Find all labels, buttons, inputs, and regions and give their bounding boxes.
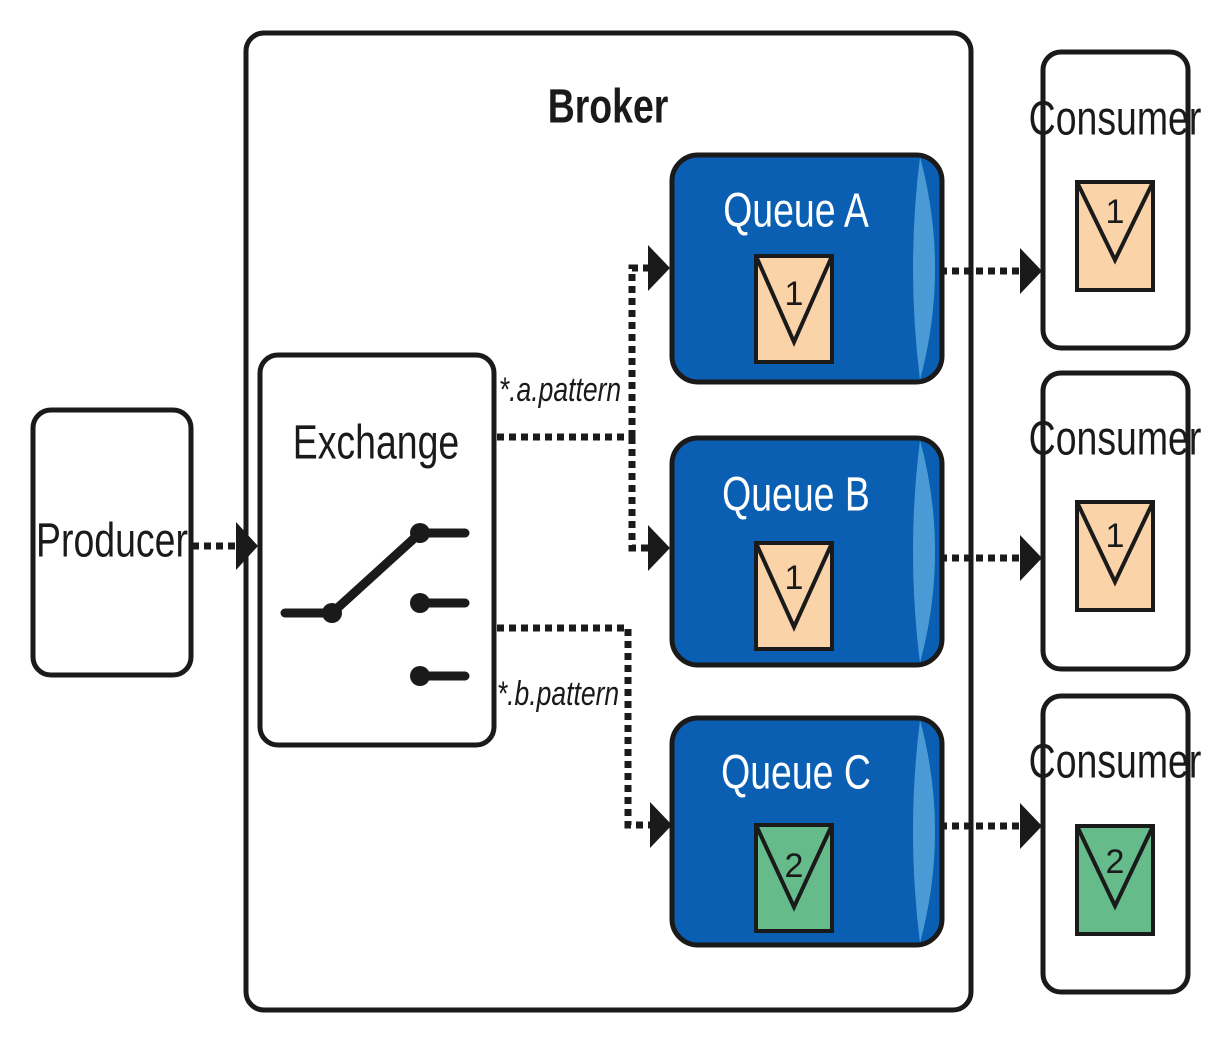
queue-b: Queue B 1 [669,435,945,668]
exchange-box [257,352,497,748]
consumer-1-message-number: 1 [1106,193,1125,231]
queue-c-arrowhead [650,802,672,848]
queue-a-end-cap [913,157,935,380]
consumer-2-arrowhead [1020,535,1042,581]
queue-b-arrowhead [648,525,670,571]
route-b-label: *.b.pattern [497,675,619,713]
queue-c-end-cap [913,720,935,943]
switch-icon [280,523,470,686]
consumer-3-label: Consumer [1029,735,1202,789]
consumer-2-label: Consumer [1029,412,1202,466]
exchange-label: Exchange [293,416,459,470]
consumer-3-message-number: 2 [1106,843,1125,881]
queue-b-end-cap [913,440,935,663]
queue-a-message-number: 1 [785,275,804,313]
broker-label: Broker [548,80,669,134]
consumer-2-message-number: 1 [1106,517,1125,555]
queue-a: Queue A 1 [669,152,945,385]
producer-box [30,407,194,678]
producer-label: Producer [36,514,188,568]
consumer-3-message-envelope: 2 [1075,824,1155,936]
queue-b-label: Queue B [722,468,870,522]
queue-a-label: Queue A [723,184,869,238]
consumer-1-label: Consumer [1029,92,1202,146]
route-a-label: *.a.pattern [499,371,621,409]
queue-c-message-number: 2 [785,847,804,885]
queue-b-message-envelope: 1 [754,541,834,651]
consumer-3-arrowhead [1020,803,1042,849]
producer-to-exchange-arrowhead [236,522,258,570]
queue-a-message-envelope: 1 [754,254,834,364]
consumer-2-message-envelope: 1 [1075,500,1155,612]
queue-c-label: Queue C [721,746,871,800]
queue-a-arrowhead [648,245,670,291]
consumer-1-arrowhead [1020,248,1042,294]
queue-b-message-number: 1 [785,559,804,597]
route-a-connector [497,264,648,552]
consumer-1-message-envelope: 1 [1075,180,1155,292]
route-b-connector [497,624,650,829]
queue-c-message-envelope: 2 [754,823,834,933]
queue-c: Queue C 2 [669,715,945,948]
